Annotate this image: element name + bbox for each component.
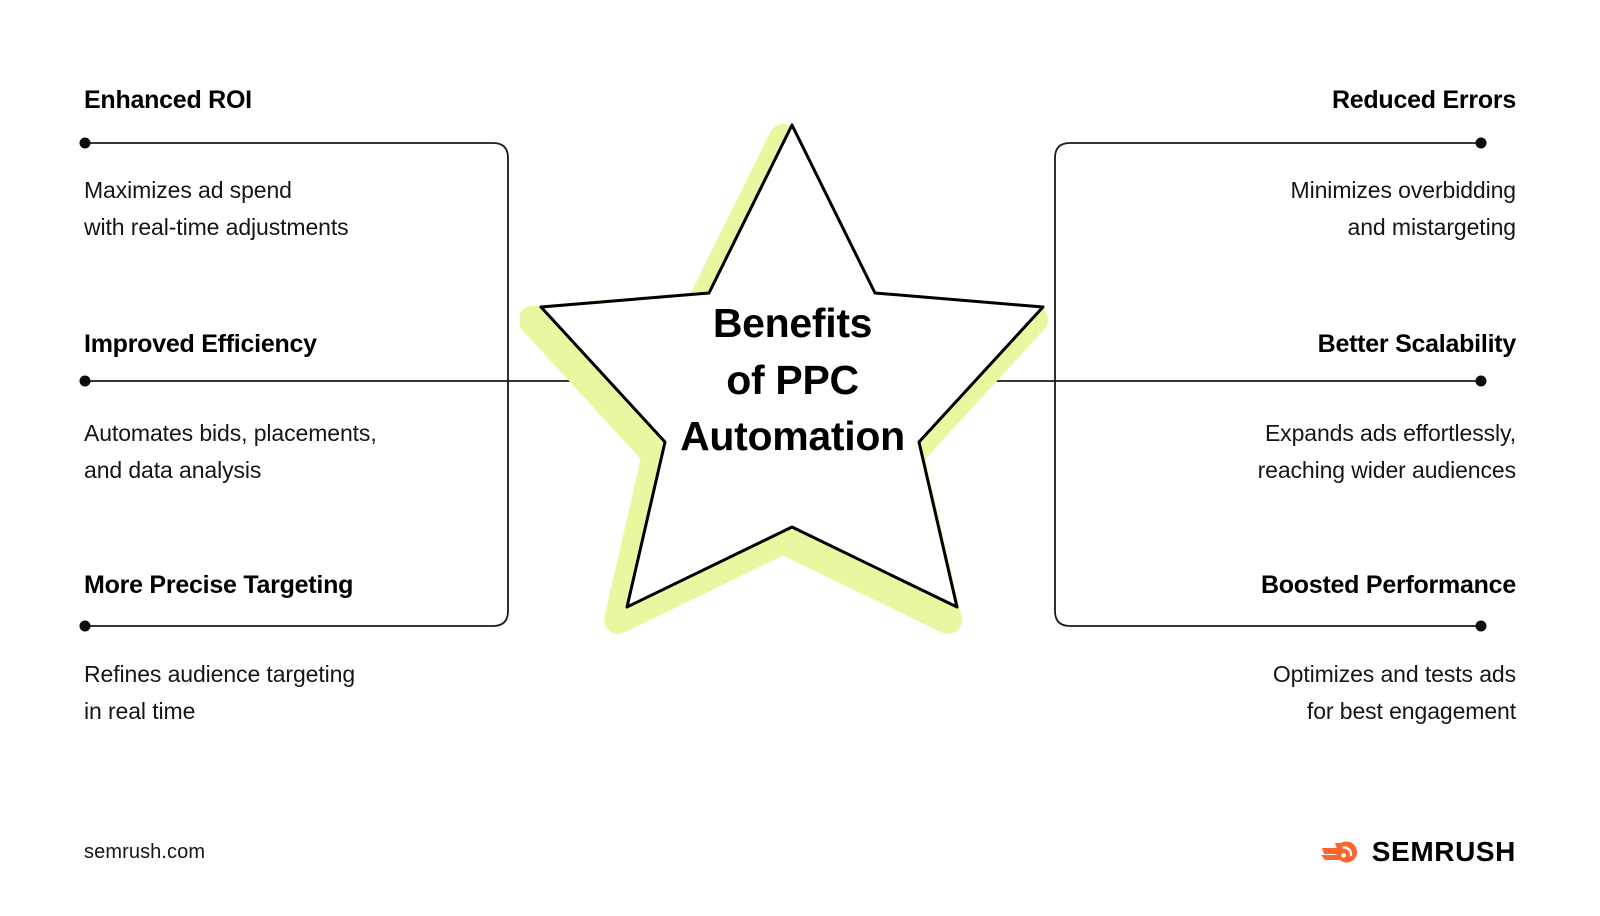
body-line: Expands ads effortlessly, (1264, 420, 1516, 446)
right-body-3: Optimizes and tests ads for best engagem… (1086, 656, 1516, 731)
body-improved-efficiency: Automates bids, placements, and data ana… (84, 415, 514, 490)
body-line: Minimizes overbidding (1290, 177, 1517, 203)
body-line: reaching wider audiences (1257, 457, 1517, 484)
semrush-logo: SEMRUSH (1320, 836, 1516, 868)
semrush-comet-icon (1320, 841, 1357, 863)
body-line: for best engagement (1306, 698, 1516, 725)
dot-left-middle (79, 375, 91, 387)
body-more-precise-targeting: Refines audience targeting in real time (84, 656, 514, 731)
body-enhanced-roi: Maximizes ad spend with real-time adjust… (84, 172, 514, 247)
center-title-line-3: Automation (680, 413, 905, 460)
star-outline (539, 123, 1045, 609)
footer-url: semrush.com (84, 841, 206, 863)
right-heading-1: Reduced Errors (1086, 86, 1516, 115)
dot-left-bottom (79, 620, 91, 632)
left-body-1: Maximizes ad spend with real-time adjust… (84, 172, 514, 247)
dot-right-middle (1475, 375, 1487, 387)
heading-more-precise-targeting: More Precise Targeting (84, 571, 354, 599)
right-body-2: Expands ads effortlessly, reaching wider… (1086, 415, 1517, 490)
heading-boosted-performance: Boosted Performance (1260, 571, 1516, 599)
heading-better-scalability: Better Scalability (1317, 330, 1517, 358)
dot-left-top (79, 137, 91, 149)
heading-reduced-errors: Reduced Errors (1331, 86, 1516, 114)
dot-right-bottom (1475, 620, 1487, 632)
left-body-2: Automates bids, placements, and data ana… (84, 415, 514, 490)
left-heading-2: Improved Efficiency (84, 330, 514, 359)
heading-improved-efficiency: Improved Efficiency (84, 330, 317, 358)
left-heading-1: Enhanced ROI (84, 86, 514, 115)
body-line: with real-time adjustments (84, 214, 349, 241)
semrush-wordmark: SEMRUSH (1371, 836, 1516, 867)
right-heading-2: Better Scalability (1086, 330, 1517, 359)
body-line: and mistargeting (1347, 214, 1517, 241)
dot-right-top (1475, 137, 1487, 149)
body-line: Automates bids, placements, (84, 420, 377, 446)
center-star-badge: Benefits of PPC Automation (518, 95, 1065, 640)
heading-enhanced-roi: Enhanced ROI (84, 86, 252, 114)
body-reduced-errors: Minimizes overbidding and mistargeting (1086, 172, 1517, 247)
body-line: in real time (84, 698, 196, 725)
body-line: Refines audience targeting (84, 661, 356, 687)
body-line: Maximizes ad spend (84, 177, 292, 203)
body-line: and data analysis (84, 457, 262, 484)
center-title-line-1: Benefits (712, 300, 873, 346)
right-body-1: Minimizes overbidding and mistargeting (1086, 172, 1517, 247)
right-heading-3: Boosted Performance (1086, 571, 1516, 600)
center-title: Benefits of PPC Automation (520, 295, 1065, 465)
left-heading-3: More Precise Targeting (84, 571, 514, 600)
center-title-line-2: of PPC (726, 356, 859, 403)
left-body-3: Refines audience targeting in real time (84, 656, 514, 731)
body-line: Optimizes and tests ads (1272, 661, 1516, 687)
body-better-scalability: Expands ads effortlessly, reaching wider… (1086, 415, 1517, 490)
body-boosted-performance: Optimizes and tests ads for best engagem… (1086, 656, 1516, 731)
star-shape (518, 123, 1048, 634)
